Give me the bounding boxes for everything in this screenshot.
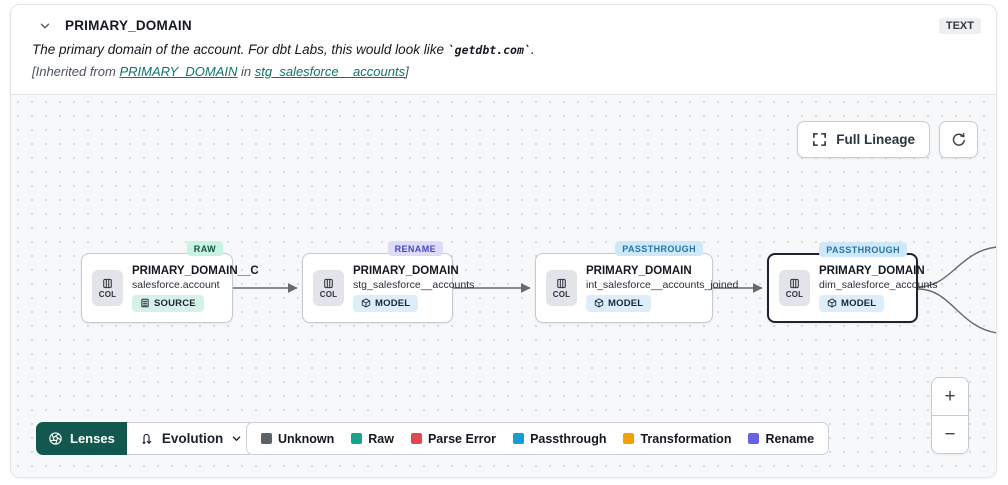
- lens-controls: Lenses Evolution: [36, 422, 256, 455]
- column-chip-label: COL: [552, 289, 571, 299]
- node-subtitle: stg_salesforce__accounts: [353, 278, 475, 291]
- chevron-down-icon: [233, 436, 241, 441]
- column-chip: COL: [313, 270, 344, 306]
- node-subtitle: dim_salesforce_accounts: [819, 278, 938, 291]
- column-chip-label: COL: [98, 289, 117, 299]
- model-icon: [594, 298, 604, 308]
- status-tag: RAW: [186, 241, 223, 256]
- lineage-node-int-salesforce-accounts-joined[interactable]: PASSTHROUGH COL PRIMARY_DOMAIN int_sales…: [535, 241, 739, 323]
- status-tag: PASSTHROUGH: [615, 241, 703, 256]
- full-lineage-label: Full Lineage: [836, 132, 915, 147]
- node-title: PRIMARY_DOMAIN: [819, 264, 925, 277]
- legend-swatch: [623, 433, 635, 444]
- legend-swatch: [410, 433, 422, 444]
- description-suffix: .: [530, 42, 535, 57]
- canvas-toolbar: Full Lineage: [797, 121, 978, 158]
- evolution-route-icon: [142, 433, 152, 445]
- node-body: PRIMARY_DOMAIN stg_salesforce__accounts …: [353, 264, 475, 312]
- inherited-from-line: [Inherited from PRIMARY_DOMAIN in stg_sa…: [11, 57, 996, 79]
- node-subtitle: int_salesforce__accounts_joined: [586, 278, 739, 291]
- legend-swatch: [261, 433, 272, 444]
- resource-label: MODEL: [841, 297, 877, 309]
- legend-item-unknown: Unknown: [261, 432, 334, 446]
- expand-icon: [813, 133, 827, 146]
- title-row: PRIMARY_DOMAIN: [11, 5, 996, 33]
- legend-item-rename: Rename: [748, 432, 814, 446]
- column-chip-label: COL: [319, 289, 338, 299]
- legend-item-transformation: Transformation: [623, 432, 731, 446]
- column-icon: [557, 278, 566, 288]
- resource-badge: MODEL: [353, 294, 419, 312]
- zoom-out-button[interactable]: −: [932, 416, 968, 453]
- column-chip-label: COL: [785, 289, 804, 299]
- lineage-node-salesforce-account[interactable]: RAW COL PRIMARY_DOMAIN__C salesforce.acc…: [81, 241, 259, 323]
- zoom-controls: + −: [931, 377, 969, 454]
- resource-badge: MODEL: [586, 294, 652, 312]
- column-icon: [103, 278, 112, 288]
- column-header: PRIMARY_DOMAIN TEXT The primary domain o…: [11, 5, 996, 94]
- legend-swatch: [748, 433, 760, 444]
- inherited-column-link[interactable]: PRIMARY_DOMAIN: [119, 64, 238, 79]
- column-description: The primary domain of the account. For d…: [11, 33, 996, 57]
- legend-swatch: [351, 433, 363, 444]
- lenses-button[interactable]: Lenses: [36, 422, 127, 455]
- resource-label: MODEL: [608, 297, 644, 309]
- lineage-node-stg-salesforce-accounts[interactable]: RENAME COL PRIMARY_DOMAIN stg_salesforce…: [302, 241, 475, 323]
- model-icon: [827, 298, 837, 308]
- inherited-suffix: ]: [405, 64, 409, 79]
- full-lineage-button[interactable]: Full Lineage: [797, 121, 930, 158]
- model-icon: [361, 298, 371, 308]
- aperture-icon: [49, 432, 62, 445]
- description-code: `getdbt.com`: [447, 43, 531, 57]
- page-title: PRIMARY_DOMAIN: [65, 18, 192, 33]
- status-tag: PASSTHROUGH: [819, 242, 907, 257]
- lens-legend: Unknown Raw Parse Error Passthrough Tran…: [246, 422, 830, 455]
- lens-select-dropdown[interactable]: Evolution: [126, 422, 256, 455]
- type-badge: TEXT: [938, 18, 981, 34]
- legend-item-passthrough: Passthrough: [513, 432, 606, 446]
- inherited-prefix: [Inherited from: [32, 64, 120, 79]
- node-title: PRIMARY_DOMAIN: [586, 264, 692, 277]
- inherited-model-link[interactable]: stg_salesforce__accounts: [254, 64, 406, 79]
- source-icon: [141, 298, 149, 308]
- zoom-divider: [932, 415, 968, 416]
- lenses-label: Lenses: [70, 431, 115, 446]
- lens-selected-label: Evolution: [161, 431, 224, 446]
- description-text: The primary domain of the account. For d…: [32, 42, 448, 57]
- refresh-icon: [952, 132, 965, 146]
- column-icon: [790, 278, 799, 288]
- column-chip: COL: [92, 270, 123, 306]
- resource-badge: MODEL: [819, 294, 885, 312]
- column-icon: [324, 278, 333, 288]
- node-body: PRIMARY_DOMAIN__C salesforce.account SOU…: [132, 264, 259, 312]
- resource-label: MODEL: [375, 297, 411, 309]
- refresh-button[interactable]: [939, 121, 978, 158]
- resource-badge: SOURCE: [132, 294, 204, 312]
- column-chip: COL: [779, 270, 810, 306]
- status-tag: RENAME: [387, 241, 443, 256]
- column-lineage-panel: PRIMARY_DOMAIN TEXT The primary domain o…: [10, 4, 997, 478]
- resource-label: SOURCE: [154, 297, 196, 309]
- node-body: PRIMARY_DOMAIN dim_salesforce_accounts M…: [819, 264, 938, 312]
- node-body: PRIMARY_DOMAIN int_salesforce__accounts_…: [586, 264, 739, 312]
- inherited-middle: in: [237, 64, 255, 79]
- chevron-down-icon[interactable]: [38, 19, 52, 33]
- node-title: PRIMARY_DOMAIN: [353, 264, 459, 277]
- legend-item-raw: Raw: [351, 432, 394, 446]
- legend-swatch: [513, 433, 525, 444]
- lineage-node-dim-salesforce-accounts[interactable]: PASSTHROUGH COL PRIMARY_DOMAIN dim_sales…: [767, 242, 938, 323]
- node-title: PRIMARY_DOMAIN__C: [132, 264, 259, 277]
- zoom-in-button[interactable]: +: [932, 378, 968, 415]
- lineage-canvas[interactable]: Full Lineage RAW COL PRIMARY_DOMAIN__C s…: [11, 94, 996, 477]
- legend-item-parse-error: Parse Error: [410, 432, 496, 446]
- column-chip: COL: [546, 270, 577, 306]
- node-subtitle: salesforce.account: [132, 278, 220, 291]
